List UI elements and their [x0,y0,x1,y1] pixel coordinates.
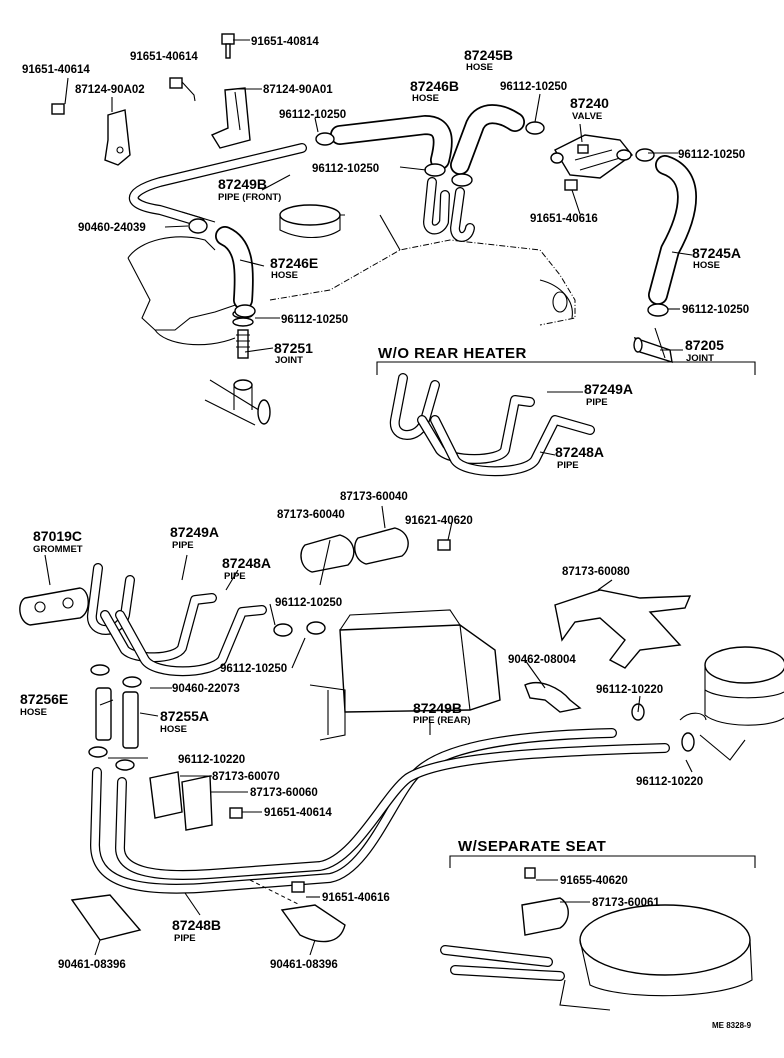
valve-87240 [550,134,634,179]
heater-unit-outline [309,609,501,741]
part-label: 87256E [20,691,68,707]
part-label: 87249A [584,381,633,397]
part-label: 90461-08396 [58,959,126,971]
rear-pipes-87249b-87248b [90,728,670,894]
part-label: 87173-60070 [212,771,280,783]
bracket-87124-90a01 [210,87,251,149]
part-desc: PIPE [224,571,246,582]
part-label: 87249A [170,524,219,540]
pipe-87249b-front [128,143,307,227]
part-label: 87019C [33,528,82,544]
part-label: 87124-90A02 [75,84,145,96]
clamps-87173-60070-60060 [149,771,213,831]
hose-clamps [88,121,695,771]
section-title-wo-rear-heater: W/O REAR HEATER [378,345,527,362]
part-label: 96112-10220 [178,754,245,766]
part-desc: HOSE [466,62,493,73]
part-label: 87173-60061 [592,897,660,909]
part-label: 87173-60040 [277,509,345,521]
part-label: 87248A [222,555,271,571]
part-label: 91651-40814 [251,36,319,48]
part-label: 96112-10220 [636,776,703,788]
part-desc: HOSE [693,260,720,271]
part-label: 90461-08396 [270,959,338,971]
grommet-87019c [19,587,89,626]
hose-87245b [450,104,525,175]
engine-outlet-pipes [423,177,475,242]
clamps-87173-60040 [300,527,409,573]
part-label: 96112-10250 [682,304,749,316]
part-label: 87249B [413,700,462,716]
bracket-87124-90a02 [104,109,131,166]
part-label: 90462-08004 [508,654,576,666]
part-label: 87173-60060 [250,787,318,799]
part-label: 96112-10250 [220,663,287,675]
part-desc: PIPE [586,397,608,408]
part-label: 87248B [172,917,221,933]
part-label: 91651-40616 [322,892,390,904]
part-desc: PIPE (REAR) [413,715,471,726]
leader-lines [44,39,693,956]
bracket-87173-60080 [554,589,692,669]
hose-87246b [330,115,453,170]
part-desc: HOSE [20,707,47,718]
section-title-w-separate-seat: W/SEPARATE SEAT [458,838,606,855]
part-label: 87240 [570,95,609,111]
part-label: 87173-60040 [340,491,408,503]
part-label: 87245A [692,245,741,261]
part-label: 87251 [274,340,313,356]
part-desc: GROMMET [33,544,83,555]
part-label: 87205 [685,337,724,353]
part-label: 91651-40614 [264,807,332,819]
part-label: 96112-10250 [500,81,567,93]
part-desc: JOINT [686,353,714,364]
part-desc: PIPE (FRONT) [218,192,281,203]
part-label: 87255A [160,708,209,724]
part-label: 91651-40614 [22,64,90,76]
clamps-90461-08396 [70,894,346,943]
part-desc: PIPE [172,540,194,551]
part-label: 96112-10250 [275,597,342,609]
part-label: 91651-40616 [530,213,598,225]
part-label: 96112-10250 [281,314,348,326]
part-label: 87173-60080 [562,566,630,578]
hose-87246e [181,211,254,310]
part-label: 96112-10250 [678,149,745,161]
part-label: 87248A [555,444,604,460]
clamp-90462-08004 [524,682,582,713]
joint-87251-drawing [204,309,271,426]
hose-87245a [648,155,697,305]
part-label: 96112-10220 [596,684,663,696]
part-label: 87246B [410,78,459,94]
part-label: 96112-10250 [279,109,346,121]
part-label: 91621-40620 [405,515,473,527]
part-desc: HOSE [412,93,439,104]
hoses-87256e-87255a [95,687,139,749]
diagram-code: ME 8328-9 [712,1021,752,1030]
part-desc: HOSE [160,724,187,735]
w-separate-seat-group [440,855,756,1011]
part-desc: PIPE [557,460,579,471]
bolts [51,33,578,893]
part-desc: HOSE [271,270,298,281]
part-desc: VALVE [572,111,602,122]
joint-87205 [633,327,673,364]
part-label: 87249B [218,176,267,192]
part-label: 90460-24039 [78,222,146,234]
part-label: 91651-40614 [130,51,198,63]
engine-outline [127,204,576,346]
part-label: 90460-22073 [172,683,240,695]
wo-rear-heater-group [376,361,756,477]
part-label: 87246E [270,255,318,271]
part-desc: JOINT [275,355,303,366]
part-label: 96112-10250 [312,163,379,175]
rear-heater-body [679,646,784,761]
part-label: 91655-40620 [560,875,628,887]
part-label: 87124-90A01 [263,84,333,96]
part-label: 87245B [464,47,513,63]
lower-pipes-87249a-87248a [87,563,267,677]
part-desc: PIPE [174,933,196,944]
